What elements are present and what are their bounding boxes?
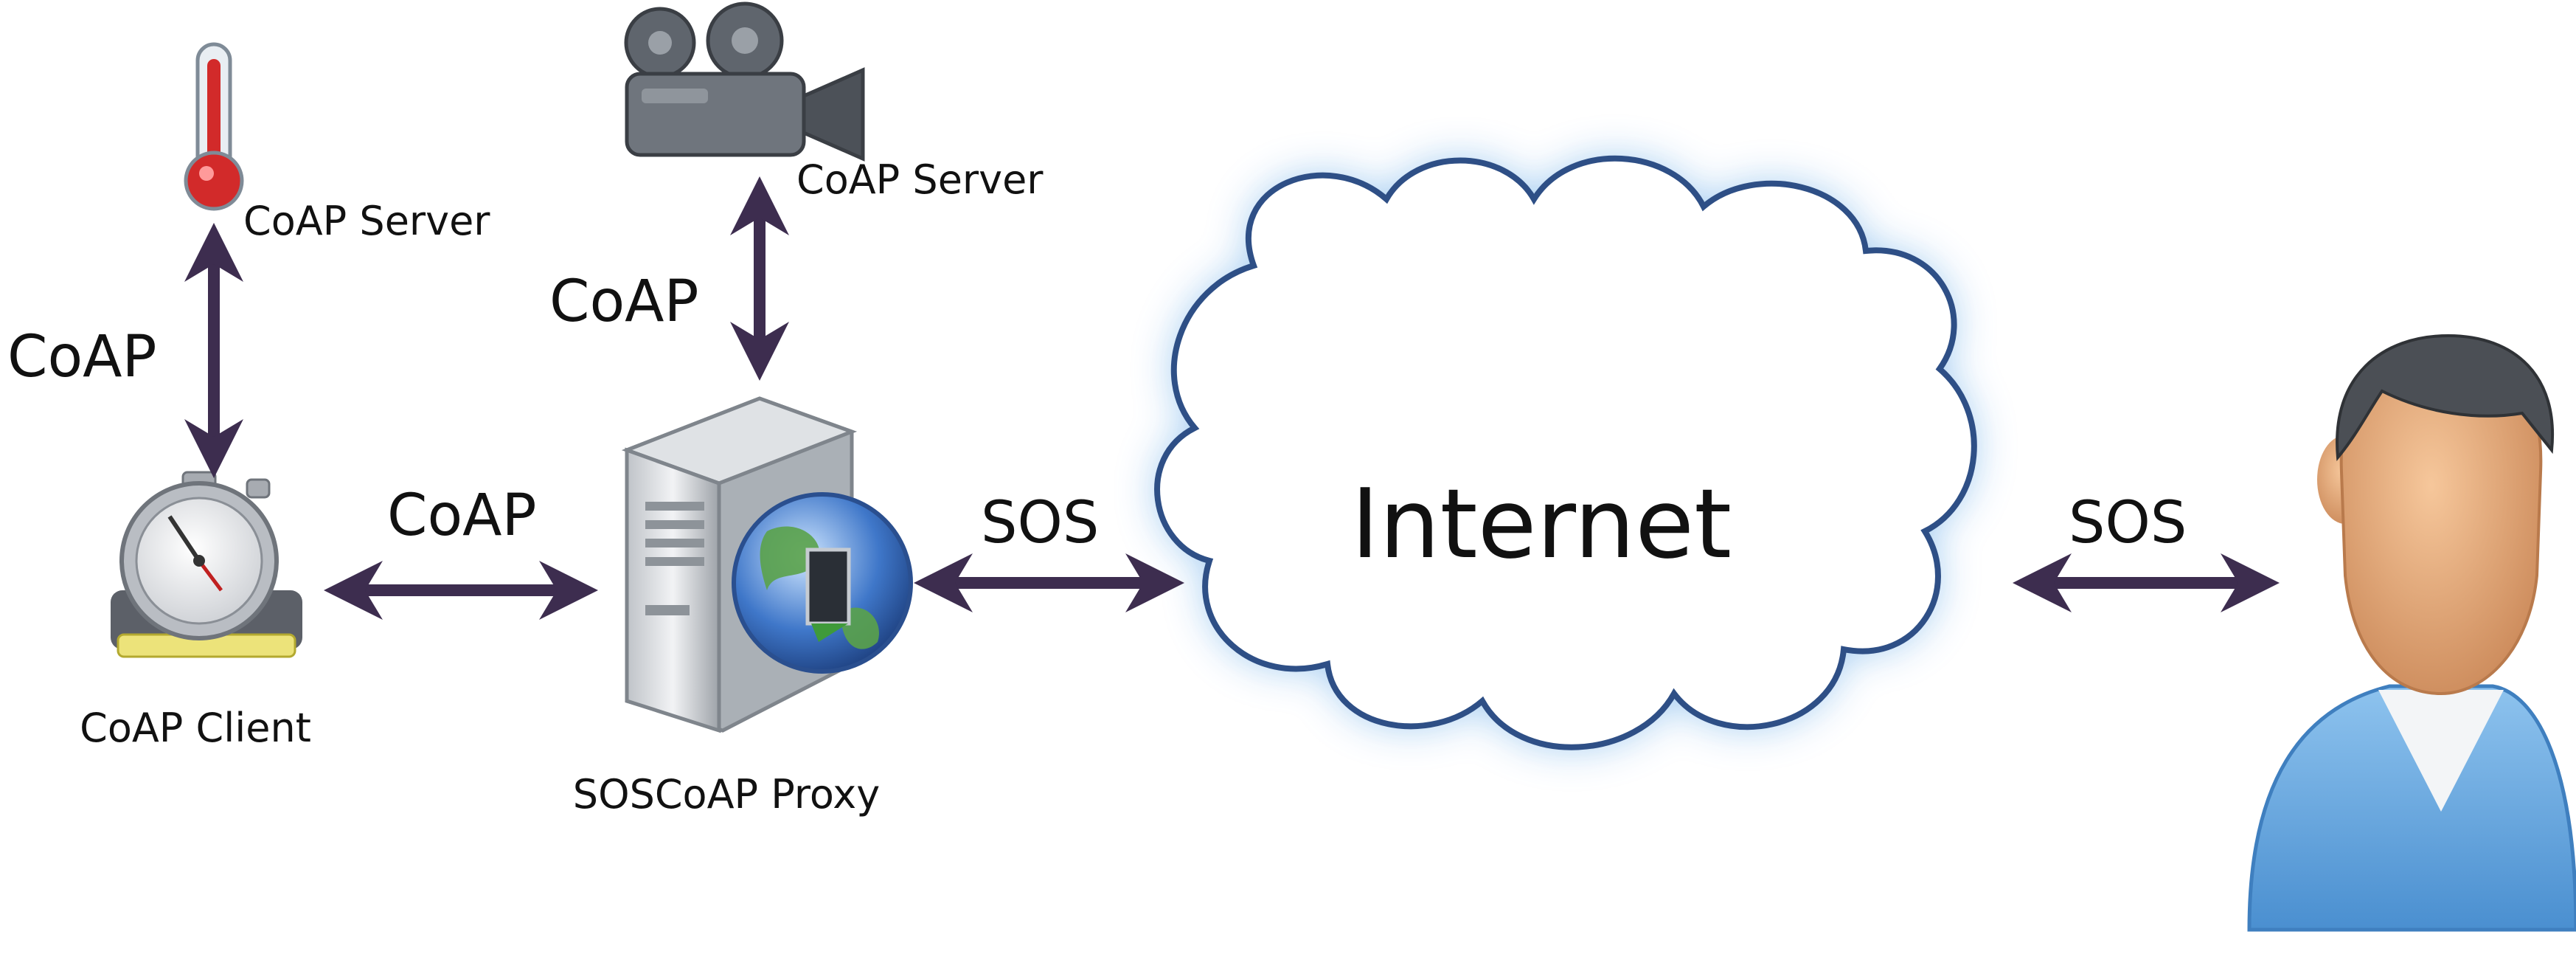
stopwatch-icon	[111, 471, 302, 658]
cloud-icon	[1154, 155, 1977, 750]
coap-client-label: CoAP Client	[80, 705, 311, 751]
link-label-client-proxy: CoAP	[387, 483, 537, 549]
globe-icon	[732, 492, 913, 674]
video-camera-icon	[624, 1, 865, 162]
coap-server-left-label: CoAP Server	[243, 198, 490, 244]
user-icon	[2247, 334, 2576, 932]
coap-server-top-label: CoAP Server	[796, 156, 1044, 203]
soscoap-proxy-label: SOSCoAP Proxy	[573, 771, 880, 818]
internet-label: Internet	[1351, 468, 1732, 580]
link-label-proxy-internet: SOS	[981, 490, 1099, 556]
thermometer-icon	[184, 42, 244, 211]
link-label-internet-user: SOS	[2069, 490, 2187, 556]
link-label-client-server-left: CoAP	[7, 324, 157, 390]
link-label-proxy-server-top: CoAP	[549, 269, 699, 335]
